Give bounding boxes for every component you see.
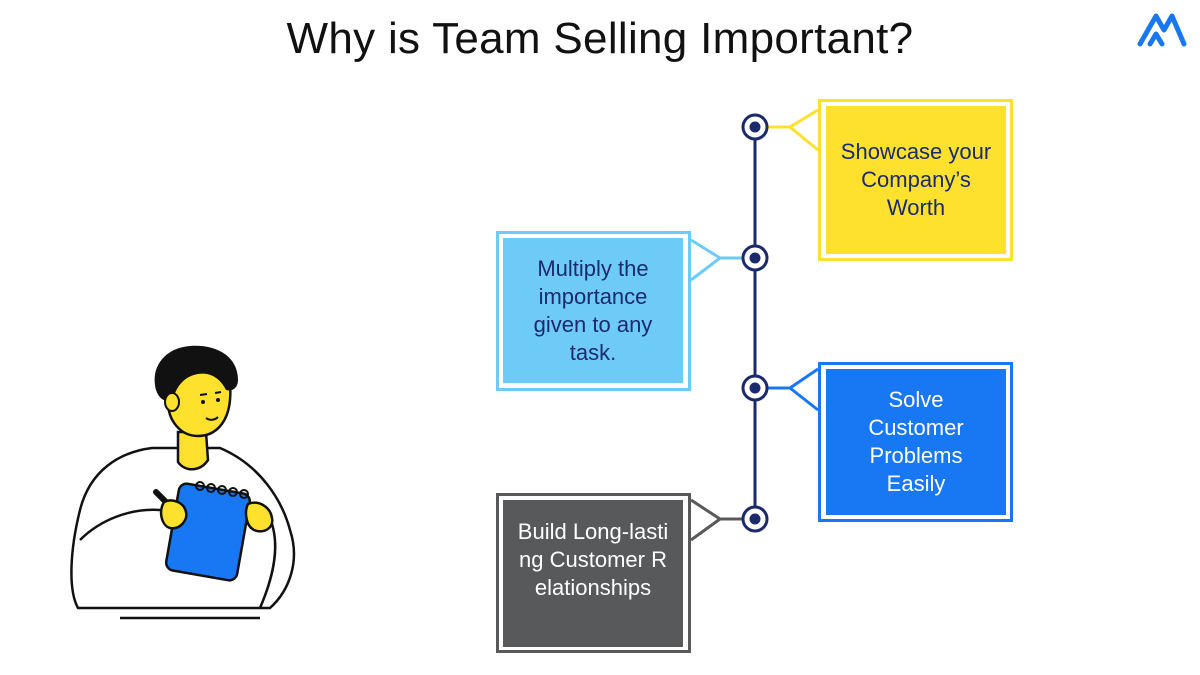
- connector-1b: [789, 125, 819, 152]
- timeline-node-4: [741, 505, 769, 533]
- connector-3b: [789, 386, 819, 412]
- page-title: Why is Team Selling Important?: [286, 14, 914, 63]
- connector-4b: [690, 517, 721, 542]
- card-label: Solve Customer Problems Easily: [868, 387, 964, 496]
- card-frame-4: [496, 493, 691, 653]
- card-multiply-importance: Multiply the importance given to any tas…: [503, 238, 683, 383]
- card-frame-2: [496, 231, 691, 391]
- connector-2b: [690, 256, 721, 282]
- timeline-node-1: [741, 113, 769, 141]
- connector-2: [690, 238, 742, 260]
- connector-1: [768, 108, 819, 129]
- card-label: Multiply the importance given to any tas…: [533, 255, 653, 365]
- card-frame-3: [818, 362, 1013, 522]
- card-label: Showcase your Company’s Worth: [840, 139, 992, 220]
- connector-4: [690, 498, 742, 521]
- connector-3: [768, 367, 819, 390]
- card-showcase-worth: Showcase your Company’s Worth: [826, 106, 1006, 254]
- card-solve-problems: Solve Customer Problems Easily: [826, 369, 1006, 515]
- timeline-node-2: [741, 244, 769, 272]
- card-label: Build Long-lasting Customer Relationship…: [517, 519, 669, 600]
- card-frame-1: [818, 99, 1013, 261]
- mountain-logo-icon: [1137, 13, 1187, 47]
- card-build-relationships: Build Long-lasting Customer Relationship…: [503, 500, 683, 647]
- timeline-node-3: [741, 374, 769, 402]
- person-with-notepad-icon: [70, 345, 296, 620]
